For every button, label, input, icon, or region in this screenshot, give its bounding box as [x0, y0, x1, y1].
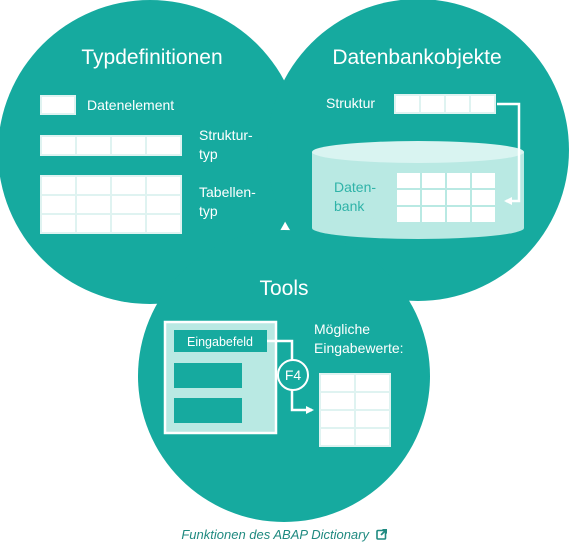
possible-values-label-line2: Eingabewerte: [314, 340, 404, 356]
typdefinitionen-title: Typdefinitionen [81, 46, 222, 69]
f4-key-label: F4 [285, 367, 302, 383]
database-label-line2: bank [334, 198, 365, 214]
input-dialog-icon [163, 320, 278, 435]
struktur-to-database-arrow [497, 102, 521, 205]
possible-values-table-icon [319, 373, 391, 447]
table-type-label-line1: Tabellen- [199, 184, 256, 200]
table-type-icon [40, 175, 182, 234]
figure-caption[interactable]: Funktionen des ABAP Dictionary [0, 527, 569, 543]
structure-type-label-line1: Struktur- [199, 127, 253, 143]
caption-text[interactable]: Funktionen des ABAP Dictionary [181, 527, 369, 542]
external-link-icon[interactable] [375, 528, 388, 543]
database-table-icon [395, 171, 497, 224]
data-element-label: Datenelement [87, 97, 174, 113]
tools-title: Tools [259, 277, 308, 300]
struktur-icon [394, 94, 496, 114]
datenbankobjekte-title: Datenbankobjekte [332, 46, 501, 69]
data-element-icon [40, 95, 76, 115]
struktur-label: Struktur [326, 95, 375, 111]
table-type-label-line2: typ [199, 203, 218, 219]
structure-type-icon [40, 135, 182, 156]
structure-type-label-line2: typ [199, 146, 218, 162]
database-label-line1: Daten- [334, 179, 376, 195]
input-field-label: Eingabefeld [187, 335, 253, 349]
f4-key-icon [277, 359, 309, 391]
possible-values-label-line1: Mögliche [314, 321, 370, 337]
